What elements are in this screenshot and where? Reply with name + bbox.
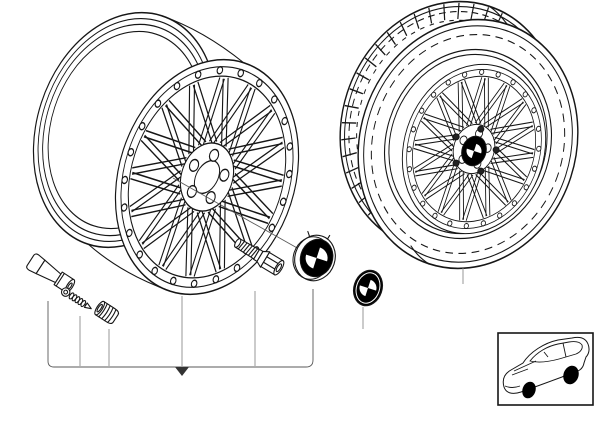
leader-lines [47, 177, 464, 376]
hub-cover-roundel[interactable] [287, 227, 342, 286]
alloy-wheel-rim[interactable] [4, 0, 328, 318]
center-cap-roundel [461, 135, 487, 167]
valve-core[interactable] [60, 286, 94, 312]
tire-top-silhouette [488, 5, 508, 25]
tire-valve-stem[interactable] [26, 253, 78, 295]
rim-bottom-silhouette [87, 243, 171, 292]
wheel-lug-bolt[interactable] [231, 234, 286, 277]
front-wheel-marker [522, 381, 536, 399]
rim-top-silhouette [161, 15, 245, 64]
wheel-with-tire[interactable] [308, 0, 600, 297]
rear-wheel-marker [563, 365, 579, 385]
wheel-lug-dots [452, 125, 500, 175]
collector-bracket [47, 289, 314, 368]
car-outline [502, 336, 590, 399]
valve-cap[interactable] [93, 300, 120, 325]
down-arrow-marker [175, 367, 189, 376]
hub-to-cap-leader [172, 177, 300, 250]
car-position-thumbnail[interactable] [497, 332, 594, 406]
center-cap-emblem[interactable] [349, 267, 387, 310]
tire-bottom-silhouette [410, 245, 430, 265]
